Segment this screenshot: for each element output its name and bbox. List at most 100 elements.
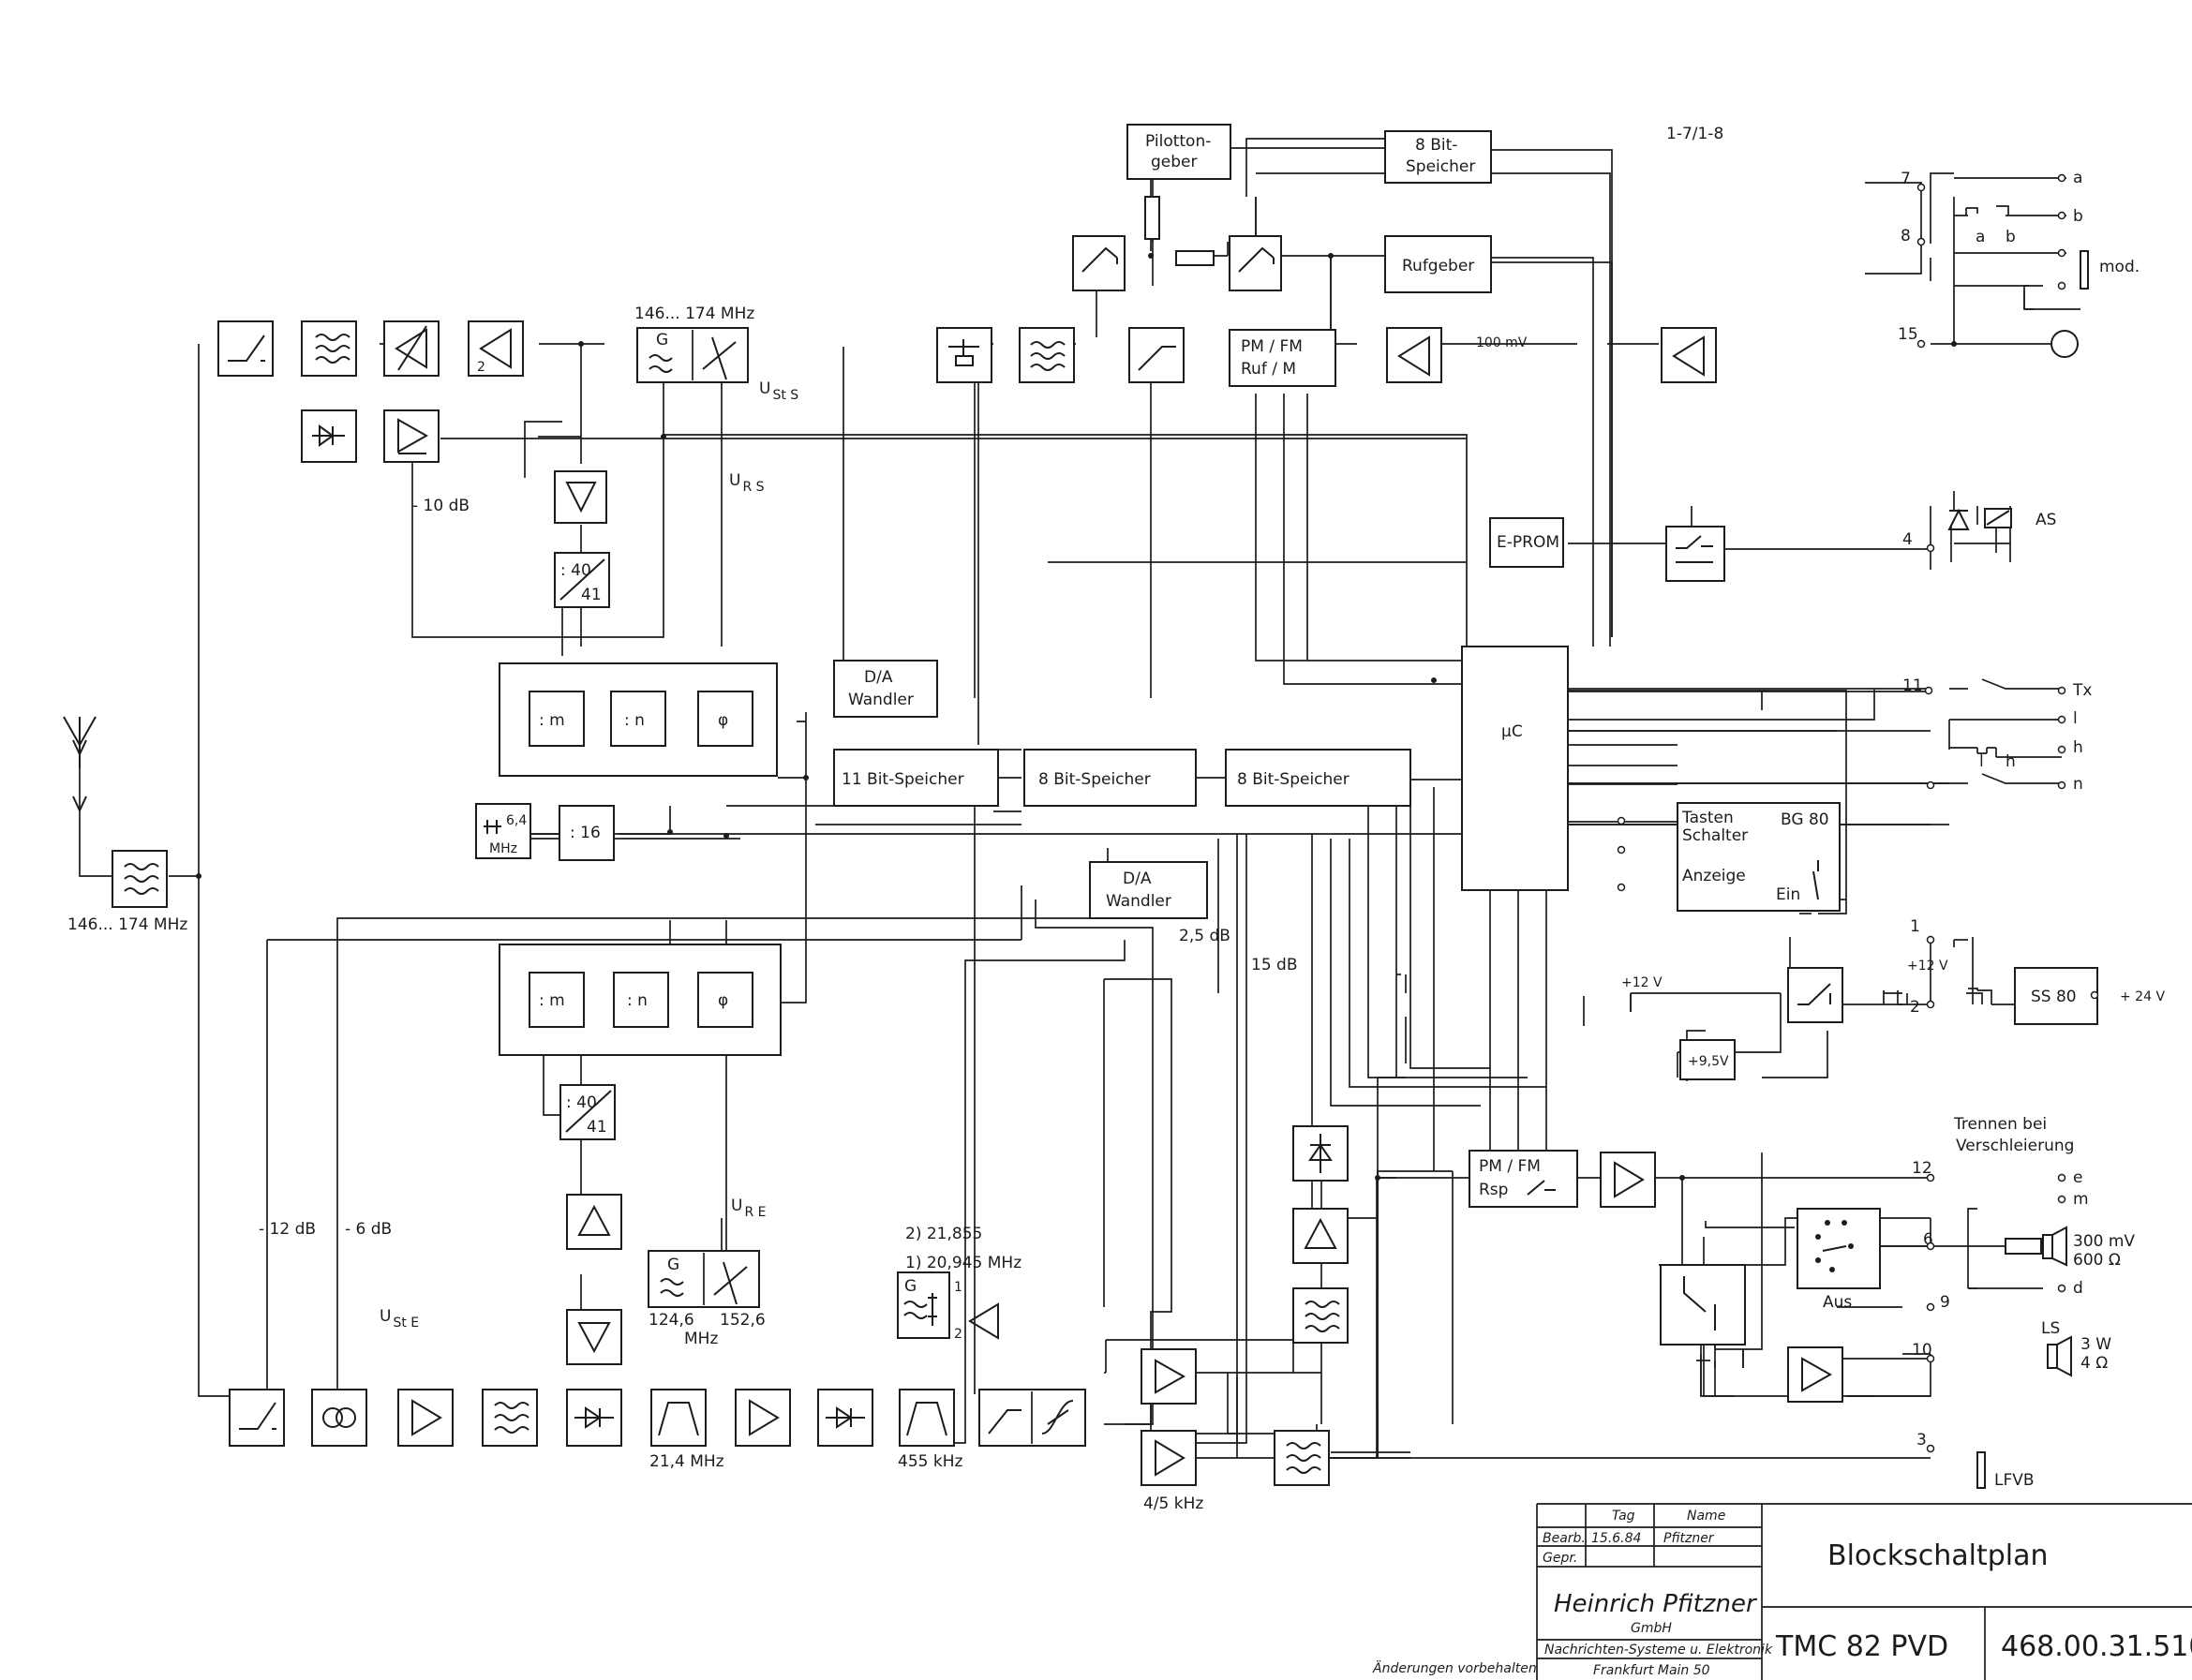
sq-amp-lower: 4/5 kHz [1141,1430,1203,1513]
company: Heinrich Pfitzner [1554,1590,1758,1618]
pll-tx-phase [697,691,753,747]
out-a: a [2073,169,2082,187]
ss80: SS 80 [2014,967,2098,1025]
div16-label: : 16 [570,824,601,842]
rx-prescaler: : 40 41 [559,1084,616,1140]
term-1: 1 [1910,917,1920,936]
da2-a: D/A [1123,870,1152,888]
term-4: 4 [1902,530,1913,549]
pmfm-rsp-b: Rsp [1479,1181,1508,1199]
pilot-resistor [1144,196,1160,240]
osc-p1: 1 [954,1280,962,1295]
term-2: 2 [1910,998,1920,1017]
term-11: 11 [1902,676,1923,695]
rx-switch [229,1389,285,1447]
bg80-c: BG 80 [1781,810,1829,829]
line-transformer [2042,1226,2067,1267]
bg80-e: Ein [1776,885,1800,904]
sq-filter-2 [1292,1287,1349,1344]
audio-amp [1600,1152,1656,1208]
tx-prescaler-a: : 40 [560,561,591,580]
bg80: Tasten Schalter BG 80 Anzeige Ein [1677,802,1841,912]
terminal-circles [1617,173,2099,1453]
v95-label: +9,5V [1688,1054,1729,1069]
minus10db: - 10 dB [412,497,470,515]
mv300-a: 300 mV [2073,1232,2135,1251]
osc1-label: 1) 20,945 MHz [905,1254,1021,1272]
model: TMC 82 PVD [1775,1630,1948,1663]
minus6db: - 6 dB [345,1220,392,1239]
col-tag: Tag [1612,1509,1635,1524]
pmfm-mod: PM / FM Ruf / M [1229,329,1336,387]
power-detector [301,409,357,463]
out-e: e [2073,1168,2082,1187]
trennen-b: Verschleierung [1956,1137,2074,1155]
rx-prescaler-a: : 40 [566,1093,597,1112]
company-city: Frankfurt Main 50 [1593,1663,1710,1678]
if-filter-455: 455 kHz [898,1389,962,1471]
row-bearb: Bearb. [1543,1531,1586,1546]
xtal-b: MHz [489,841,517,856]
uc-block [1461,646,1569,891]
tx-vco: G 146... 174 MHz [634,305,754,383]
v24: + 24 V [2120,989,2165,1004]
sp8b: 8 Bit-Speicher [1225,749,1411,807]
rx-vco-g: G [667,1256,679,1274]
limiter [1128,327,1185,383]
tx-filter [301,320,357,377]
out-m: m [2073,1190,2089,1209]
sp8b-label: 8 Bit-Speicher [1237,770,1349,789]
tx-prescaler: : 40 41 [554,552,610,608]
ruf-gen: Rufgeber [1384,235,1492,293]
vco-unit: MHz [684,1330,718,1348]
pilot-switch-1 [1072,235,1126,291]
pll-rx-phase [697,972,753,1028]
col-name: Name [1687,1509,1725,1524]
limiter-discrim [978,1389,1086,1447]
pmfm-rsp: PM / FM Rsp [1469,1150,1578,1208]
sq-detector [1292,1125,1349,1182]
vco-lo: 124,6 [649,1311,694,1330]
pll-tx-n-label: : n [624,711,645,730]
doubler-label: 2 [477,360,485,375]
row-gepr: Gepr. [1543,1551,1577,1566]
rx-chain: 21,4 MHz 455 kHz G 2) 21,855 1) 20,945 M… [229,927,1349,1513]
aus-label: Aus [1823,1293,1852,1312]
tx-doubler-amp: 2 [468,320,524,377]
drawing-no: 468.00.31.510 [2001,1630,2192,1663]
in-l: l [1979,752,1984,771]
pilot-resistor-2 [1175,250,1215,266]
rotary-switch: Aus [1797,1208,1881,1312]
da1-b: Wandler [848,691,914,709]
tx-div-amp [554,470,607,524]
term-9: 9 [1940,1293,1950,1312]
rx-mixer1 [311,1389,367,1447]
rx-prescaler-b: 41 [587,1118,607,1137]
audio-switch [1660,1264,1746,1345]
da-converter-1: D/A Wandler [833,660,938,718]
tx-freq: 146... 174 MHz [634,305,754,323]
mv100: 100 mV [1476,335,1528,350]
rx-mixer-diode1 [566,1389,622,1447]
vco-hi: 152,6 [720,1311,766,1330]
vco-g: G [656,331,668,349]
rx-vco-amp-up [566,1194,622,1250]
speicher-8bit-top: 8 Bit- Speicher [1384,130,1492,184]
ls-label: LS [2041,1319,2060,1338]
v95-reg: +9,5V [1679,1039,1736,1080]
power-section: +9,5V SS 80 +12 V +12 V + 24 V [1621,959,2165,1080]
mod-filter [936,327,992,383]
term-3: 3 [1916,1431,1927,1450]
db25-label: 2,5 dB [1179,927,1230,945]
pll-rx-m [529,972,585,1028]
changes-note: Änderungen vorbehalten [1372,1659,1537,1676]
as-relay: AS [1947,508,2056,530]
osc-p2: 2 [954,1327,962,1342]
speicher8-top-b: Speicher [1406,157,1475,176]
mv300-b: 600 Ω [2073,1251,2121,1270]
term-12: 12 [1912,1159,1932,1178]
synth-rx: : m : n φ : 40 41 G 124,6 152,6 MHz [259,944,782,1365]
v12out: +12 V [1621,975,1663,990]
ss80-label: SS 80 [2031,988,2077,1006]
